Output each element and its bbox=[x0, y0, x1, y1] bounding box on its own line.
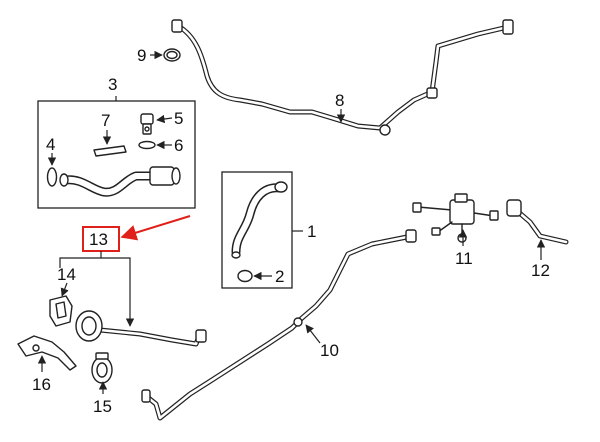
callout-13: 13 bbox=[89, 230, 108, 249]
hose-box-1 bbox=[221, 171, 293, 289]
callout-15: 15 bbox=[93, 397, 112, 416]
callout-11: 11 bbox=[455, 249, 473, 268]
callout-1: 1 bbox=[307, 222, 316, 241]
callout-9: 9 bbox=[137, 46, 146, 65]
callout-4: 4 bbox=[46, 135, 55, 154]
pipe-part-10 bbox=[141, 229, 417, 421]
callout-labels: 9 3 7 5 6 4 8 1 2 11 12 13 14 10 16 15 bbox=[32, 46, 550, 416]
callout-6: 6 bbox=[174, 136, 183, 155]
oring-part-6 bbox=[138, 140, 156, 150]
pipe-part-8 bbox=[171, 19, 514, 136]
bracket-part-7 bbox=[93, 145, 127, 157]
leader-lines bbox=[37, 50, 546, 394]
sensor-part-5 bbox=[140, 113, 154, 135]
oring-part-9 bbox=[163, 48, 181, 62]
clip-part-14 bbox=[49, 295, 73, 327]
hose-part-3 bbox=[59, 166, 181, 197]
hose-part-12 bbox=[506, 199, 569, 245]
callout-2: 2 bbox=[275, 267, 284, 286]
oring-part-2 bbox=[237, 269, 253, 283]
bracket-part-16 bbox=[17, 335, 77, 371]
hose-part-1 bbox=[231, 181, 288, 259]
oring-part-4 bbox=[46, 167, 58, 187]
filler-pipe-part-13 bbox=[75, 310, 207, 347]
valve-part-11 bbox=[412, 193, 499, 243]
callout-10: 10 bbox=[320, 341, 339, 360]
clamp-part-15 bbox=[91, 352, 113, 384]
callout-14: 14 bbox=[57, 265, 76, 284]
highlight-arrow bbox=[120, 215, 191, 241]
callout-5: 5 bbox=[174, 109, 183, 128]
callout-8: 8 bbox=[335, 91, 344, 110]
callout-7: 7 bbox=[101, 111, 110, 130]
callout-3: 3 bbox=[108, 75, 117, 94]
callout-12: 12 bbox=[531, 261, 550, 280]
callout-16: 16 bbox=[32, 375, 51, 394]
